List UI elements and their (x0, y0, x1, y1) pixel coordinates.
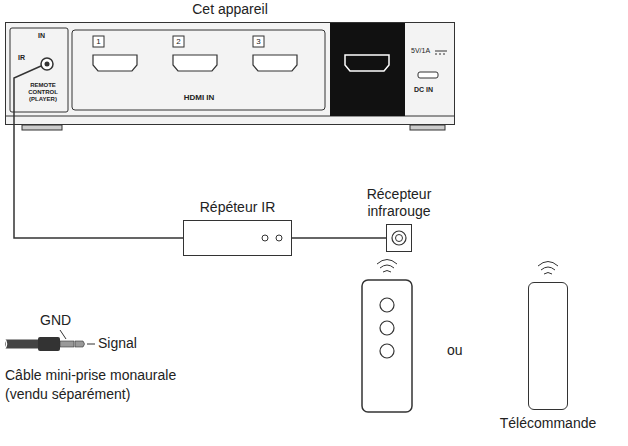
port-label: IR (18, 54, 25, 62)
cable-connector (14, 125, 183, 238)
mini-plug-body (38, 337, 60, 351)
micro-usb-port (418, 72, 438, 78)
hdmi-panel (72, 30, 325, 110)
device-foot (22, 125, 62, 130)
dc-symbol (435, 51, 447, 52)
repeater-led (276, 235, 282, 241)
device-body: Cet appareil (5, 22, 455, 125)
remote-button (380, 321, 394, 335)
node-heading: Télécommande (500, 415, 597, 432)
leader-line (60, 330, 66, 339)
mini-plug-tip (75, 341, 85, 347)
remote-with-buttons (362, 280, 412, 412)
mini-plug-cable (5, 340, 38, 349)
remote-button (380, 298, 394, 312)
number-box (253, 36, 264, 47)
hdmi-port (93, 55, 137, 71)
leader-line (87, 344, 95, 345)
dc-symbol (435, 54, 447, 55)
receiver-eye (396, 235, 403, 242)
pin-name: Signal (98, 335, 137, 352)
node-heading: Récepteur infrarouge (354, 186, 444, 220)
hdmi-port (253, 55, 297, 71)
remote-button (380, 344, 394, 358)
port-label: IN (38, 32, 45, 40)
signal-waves (538, 262, 558, 275)
port-label: REMOTE CONTROL (PLAYER) (21, 82, 65, 104)
remote-control: Télécommande (528, 282, 568, 410)
cable-connector (292, 237, 386, 239)
signal-waves (377, 260, 397, 273)
ir-panel (10, 28, 68, 112)
hdmi-port (173, 55, 217, 71)
mini-plug-sleeve (60, 341, 74, 347)
device-foot (410, 125, 445, 130)
cable (14, 66, 41, 125)
power-rating: 5V/1A (411, 47, 430, 55)
conjunction-text: ou (447, 342, 463, 359)
repeater-led (262, 235, 268, 241)
hdmi-out-port (345, 55, 389, 71)
callout-number: 2 (173, 36, 184, 47)
cable-note: Câble mini-prise monaurale (vendu séparé… (5, 366, 220, 404)
receiver-eye (392, 231, 406, 245)
ir-jack (41, 58, 53, 70)
callout-number: 1 (93, 36, 104, 47)
number-box (93, 36, 104, 47)
hdmi-out-area (330, 22, 405, 116)
port-label: HDMI IN (149, 93, 249, 103)
node-heading: Cet appareil (192, 1, 268, 18)
ir-receiver-box: Récepteur infrarouge (386, 224, 412, 252)
cable-cut (5, 340, 7, 349)
callout-number: 3 (253, 36, 264, 47)
ir-repeater-box: Répéteur IR (183, 220, 292, 256)
pin-name: GND (40, 312, 71, 329)
number-box (173, 36, 184, 47)
device-fill (5, 22, 455, 125)
ir-jack-hole (45, 62, 50, 67)
port-label: DC IN (414, 86, 433, 94)
node-heading: Répéteur IR (200, 199, 275, 216)
